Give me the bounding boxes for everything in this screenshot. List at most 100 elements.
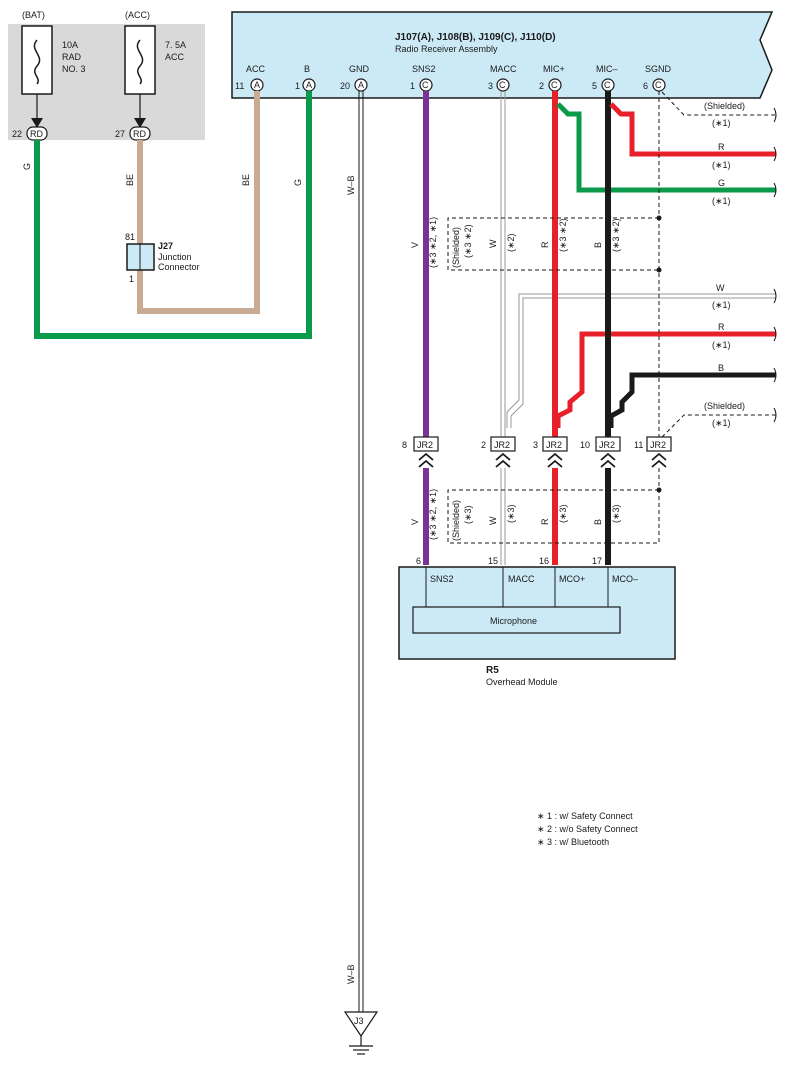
jr2-connector-10: JR2 10	[580, 436, 621, 468]
conn-rd-2: RD	[133, 129, 146, 139]
fuse-7-5a-acc-icon	[124, 25, 156, 95]
shielded-lower-label: (Shielded)	[451, 500, 461, 541]
wire-green-branch	[556, 102, 776, 193]
note-1-s1: (∗1)	[712, 118, 731, 128]
fuse2-line2: ACC	[165, 52, 185, 62]
conn-c: C	[655, 80, 662, 90]
wire-red-branch-lower	[555, 331, 776, 428]
fuse1-line1: 10A	[62, 40, 78, 50]
wire-break-marks	[773, 107, 777, 423]
shielded-label-2: (Shielded)	[704, 401, 745, 411]
module-mco-plus: MCO+	[559, 574, 585, 584]
jr2-connector-3: JR2 3	[533, 436, 568, 468]
shielded-upper-label: (Shielded)	[451, 227, 461, 268]
arrow-down-icon	[134, 118, 146, 128]
j27-name-1: Junction	[158, 252, 192, 262]
conn-c: C	[604, 80, 611, 90]
pin-gnd: 20	[340, 81, 350, 91]
wire-label-b: B	[593, 242, 603, 248]
pin-sns2: 1	[410, 81, 415, 91]
wire-label-b-2: B	[593, 519, 603, 525]
note-1-w: (∗1)	[712, 300, 731, 310]
note-321: (∗3 ∗2, ∗1)	[428, 217, 438, 268]
pin-macc: 3	[488, 81, 493, 91]
wire-label-wb: W–B	[346, 175, 356, 195]
legend-2: ∗ 2 : w/o Safety Connect	[537, 824, 638, 834]
legend-1: ∗ 1 : w/ Safety Connect	[537, 811, 633, 821]
j27-pin-top: 81	[125, 232, 135, 242]
module-sns2: SNS2	[430, 574, 454, 584]
conn-rd-1: RD	[30, 129, 43, 139]
wire-label-r: R	[540, 241, 550, 248]
fuse1-line2: RAD	[62, 52, 82, 62]
jr2-connector-2: JR2 2	[481, 436, 516, 468]
radio-subtitle: Radio Receiver Assembly	[395, 44, 498, 54]
wire-label-r-right-2: R	[718, 322, 725, 332]
shield-box-upper	[447, 217, 659, 271]
conn-a: A	[358, 80, 364, 90]
fuse1-line3: NO. 3	[62, 64, 86, 74]
legend-3: ∗ 3 : w/ Bluetooth	[537, 837, 609, 847]
terminal-mic-minus-label: MIC–	[596, 64, 618, 74]
j27-id: J27	[158, 241, 173, 251]
jr2-pin-2: 2	[481, 440, 486, 450]
wire-label-v-2: V	[410, 519, 420, 525]
conn-c: C	[551, 80, 558, 90]
module-name: Overhead Module	[486, 677, 558, 687]
note-2: (∗2)	[506, 233, 516, 252]
wire-beige-2	[137, 91, 260, 314]
note-3-r: (∗3)	[558, 504, 568, 523]
module-pin-15: 15	[488, 556, 498, 566]
arrow-down-icon	[31, 118, 43, 128]
pin-mic-minus: 5	[592, 81, 597, 91]
note-32-shield: (∗3 ∗2)	[463, 224, 473, 258]
microphone-box	[412, 606, 621, 634]
note-1-s2: (∗1)	[712, 418, 731, 428]
wire-label-v: V	[410, 242, 420, 248]
jr2-pin-8: 8	[402, 440, 407, 450]
module-pin-6: 6	[416, 556, 421, 566]
pin-sgnd: 6	[643, 81, 648, 91]
shield-box-lower	[447, 489, 660, 544]
module-id: R5	[486, 665, 499, 676]
note-1-r1: (∗1)	[712, 160, 731, 170]
note-1-g: (∗1)	[712, 196, 731, 206]
wire-label-g-2: G	[293, 179, 303, 186]
bat-label: (BAT)	[22, 10, 45, 20]
microphone-label: Microphone	[490, 616, 537, 626]
wire-red-branch-upper	[609, 102, 776, 157]
module-macc: MACC	[508, 574, 535, 584]
wire-label-g: G	[22, 163, 32, 170]
note-321-2: (∗3 ∗2, ∗1)	[428, 489, 438, 540]
note-32-b: (∗3 ∗2)	[611, 218, 621, 252]
fuse2-line1: 7. 5A	[165, 40, 186, 50]
j27-pin-bottom: 1	[129, 274, 134, 284]
terminal-sns2-label: SNS2	[412, 64, 436, 74]
module-pin-17: 17	[592, 556, 602, 566]
jr2-pin-11: 11	[634, 440, 643, 450]
wire-label-r-2: R	[540, 518, 550, 525]
wire-label-b-right: B	[718, 363, 724, 373]
jr2-pin-3: 3	[533, 440, 538, 450]
terminal-gnd-label: GND	[349, 64, 370, 74]
wire-label-w: W	[488, 239, 498, 248]
conn-c: C	[422, 80, 429, 90]
terminal-mic-plus-label: MIC+	[543, 64, 565, 74]
pin-22: 22	[12, 129, 22, 139]
jr2-code: JR2	[546, 440, 562, 450]
terminal-acc-label: ACC	[246, 64, 266, 74]
pin-27: 27	[115, 129, 125, 139]
jr2-code: JR2	[650, 440, 666, 450]
fuse-10a-rad-icon	[21, 25, 53, 95]
acc-label: (ACC)	[125, 10, 150, 20]
jr2-connector-8: JR2 8	[402, 436, 439, 468]
wire-label-be: BE	[125, 174, 135, 186]
jr2-code: JR2	[494, 440, 510, 450]
shielded-label-1: (Shielded)	[704, 101, 745, 111]
connector-circle	[354, 78, 368, 92]
conn-a: A	[254, 80, 260, 90]
ground-id: J3	[354, 1016, 364, 1026]
wire-green-b	[34, 91, 312, 339]
ground-j3-icon	[343, 1011, 379, 1038]
module-pin-16: 16	[539, 556, 549, 566]
